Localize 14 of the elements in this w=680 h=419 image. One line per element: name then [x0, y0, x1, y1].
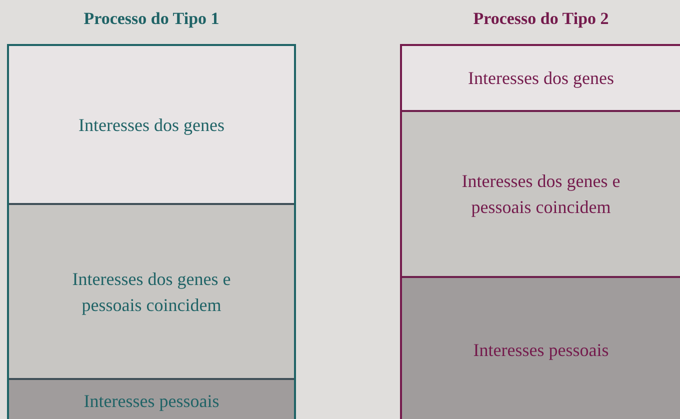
- box-label: Interesses dos genes e pessoais coincidem: [460, 170, 622, 219]
- category-box: [9, 46, 294, 203]
- category-box: [402, 110, 680, 276]
- box-label: Interesses dos genes e pessoais coincidem: [71, 268, 232, 317]
- box-label: Interesses pessoais: [472, 338, 610, 362]
- box-label: Interesses pessoais: [82, 390, 220, 413]
- column-heading: Processo do Tipo 1: [82, 8, 220, 30]
- box-label: Interesses dos genes: [467, 67, 615, 90]
- category-box: [402, 46, 680, 110]
- category-box: [9, 378, 294, 419]
- category-box: [402, 276, 680, 419]
- column-heading: Processo do Tipo 2: [472, 8, 610, 30]
- category-box: [9, 203, 294, 378]
- box-label: Interesses dos genes: [78, 114, 226, 137]
